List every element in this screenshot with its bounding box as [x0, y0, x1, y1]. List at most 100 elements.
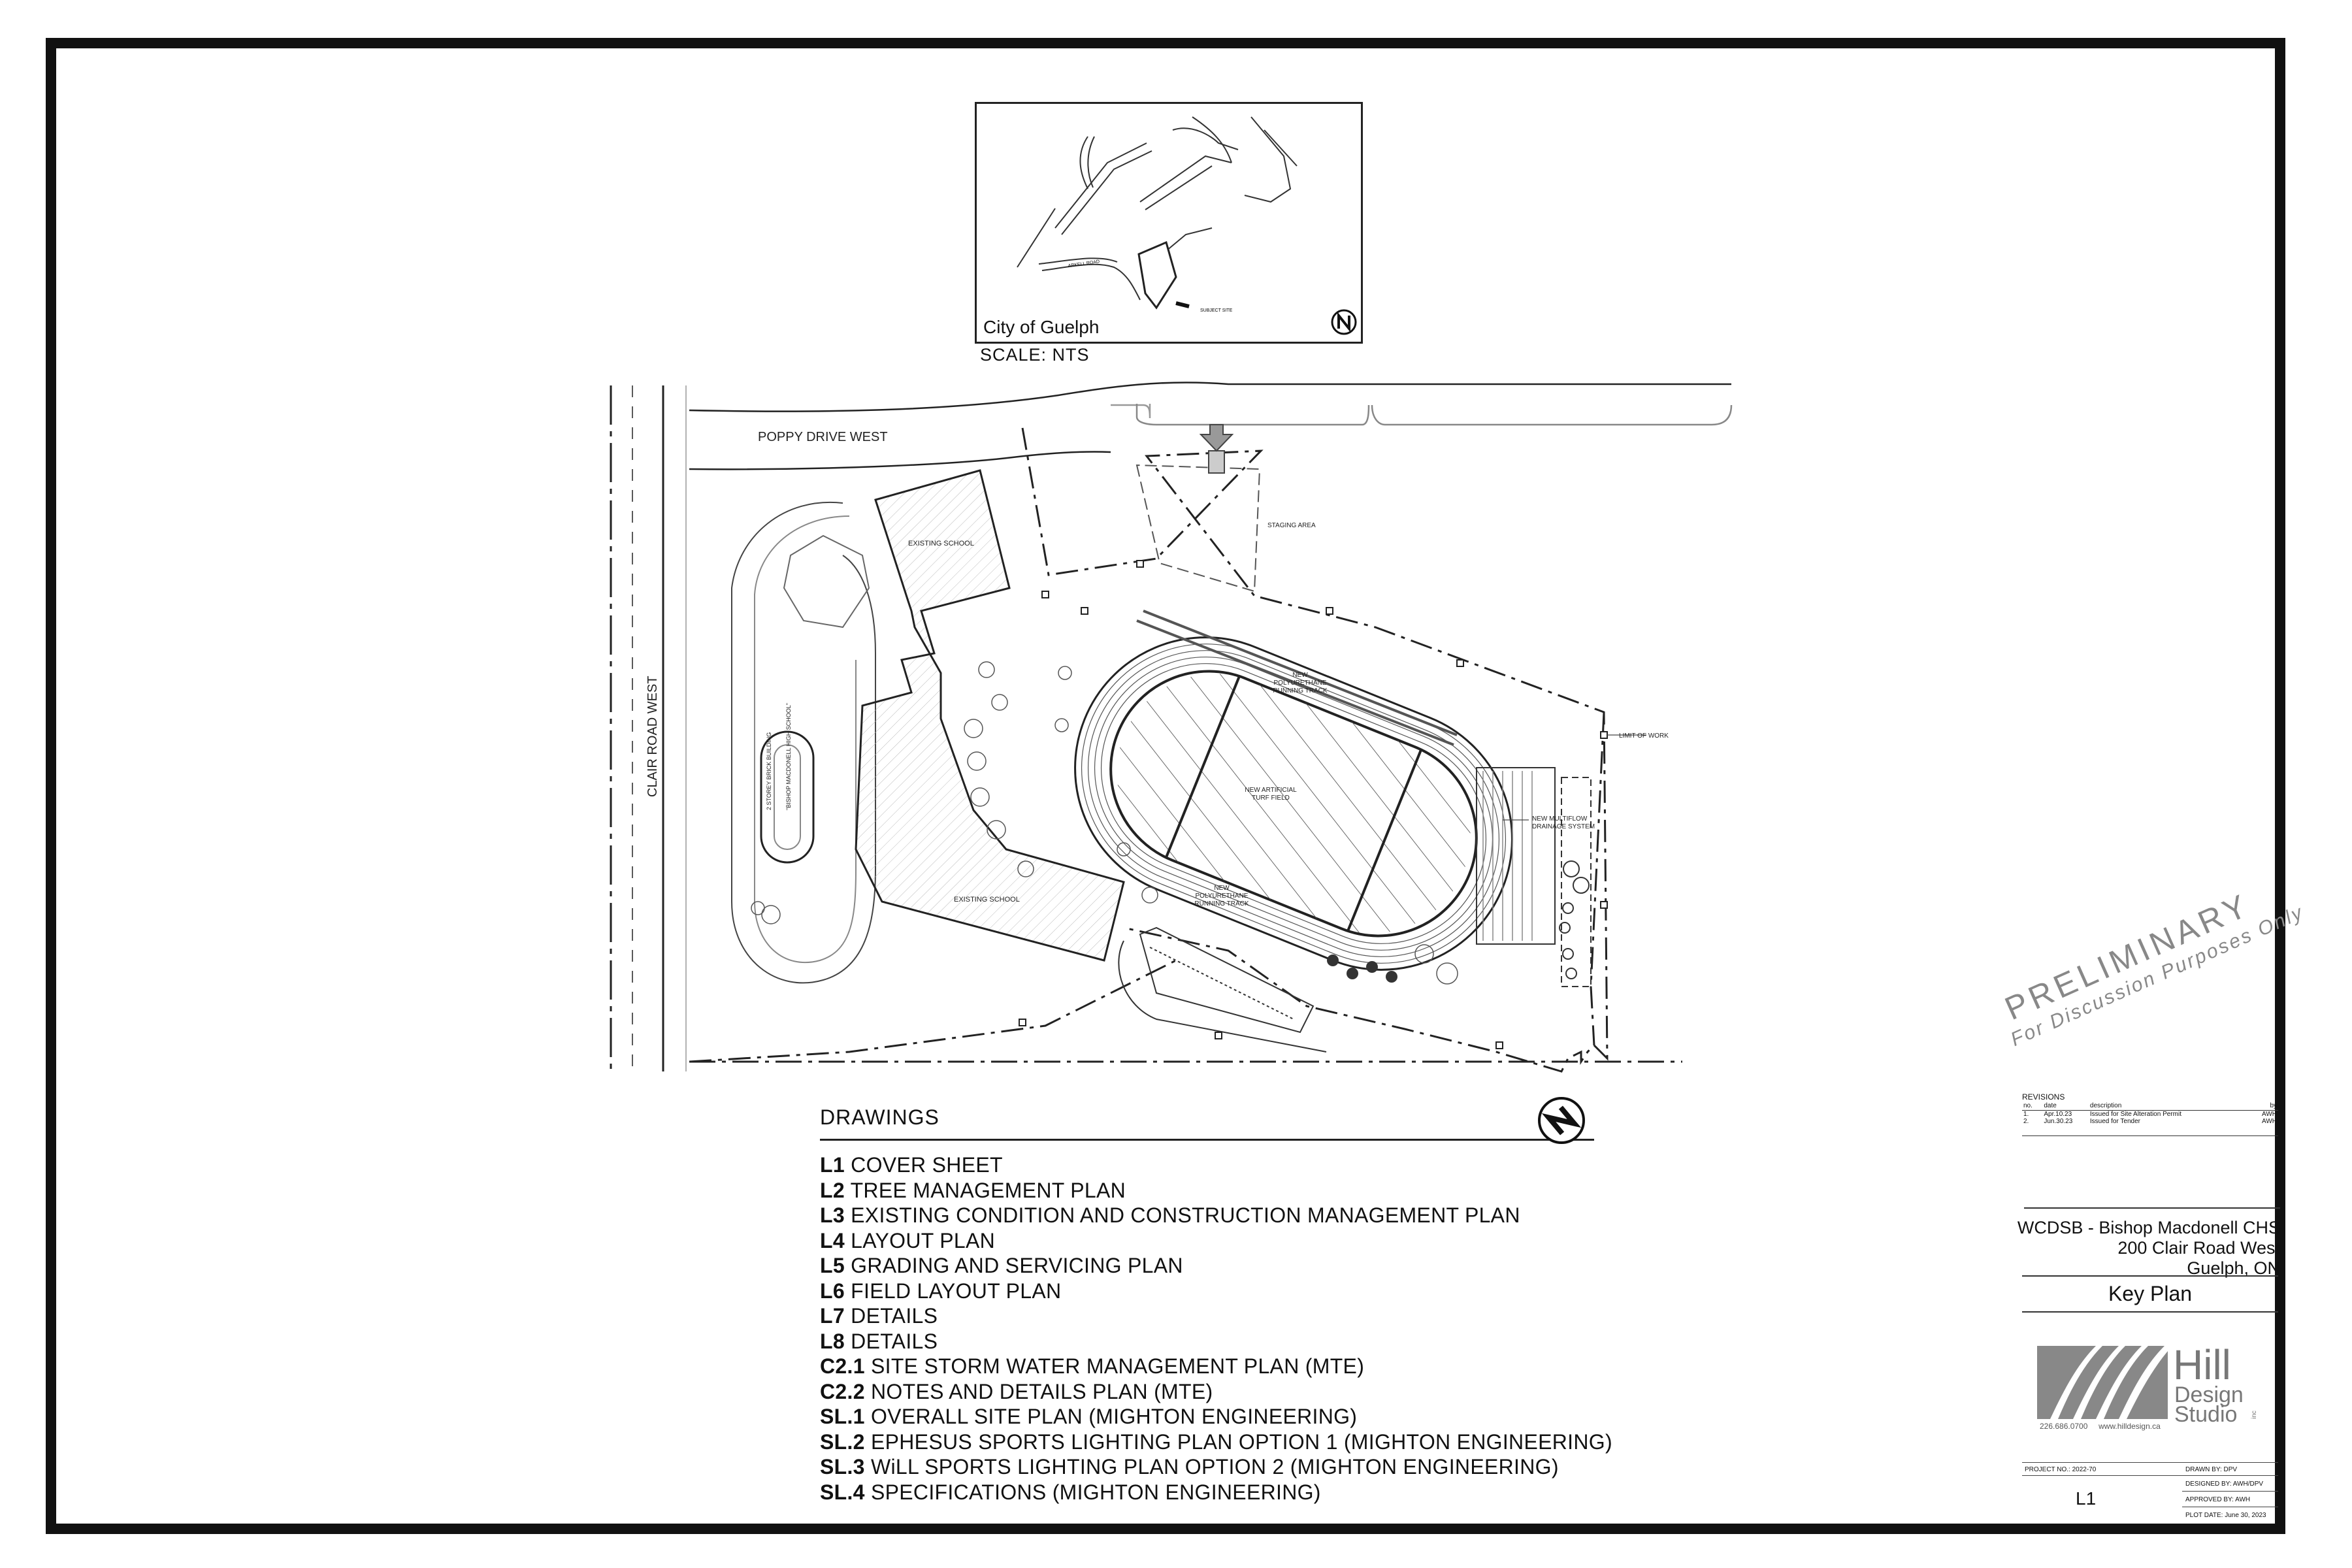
plot-date: PLOT DATE: June 30, 2023 [2185, 1512, 2266, 1519]
logo-web: www.hilldesign.ca [2099, 1422, 2161, 1431]
key-plan-subject-label: SUBJECT SITE [1200, 308, 1233, 313]
project-info: WCDSB - Bishop Macdonell CHS 200 Clair R… [2006, 1207, 2280, 1279]
rev-cell: Issued for Site Alteration Permit [2089, 1111, 2181, 1118]
drawings-rule [820, 1139, 1594, 1141]
label-track-north-3: RUNNING TRACK [1273, 687, 1327, 694]
label-building-line2: "BISHOP MACDONELL HIGH SCHOOL" [785, 703, 792, 810]
drawing-title: TREE MANAGEMENT PLAN [850, 1178, 1126, 1202]
project-number: PROJECT NO.: 2022-70 [2025, 1466, 2097, 1473]
label-turf-1: NEW ARTIFICIAL [1245, 787, 1297, 794]
key-plan-scale: SCALE: NTS [980, 345, 1090, 365]
sheet-number: L1 [2076, 1488, 2097, 1509]
drawing-code: L6 [820, 1279, 845, 1303]
drawing-code: SL.3 [820, 1455, 865, 1478]
drawing-code: L3 [820, 1203, 845, 1227]
info-divider [2022, 1462, 2278, 1463]
rev-col-no: no. [2022, 1102, 2043, 1111]
sheet-border [46, 38, 2285, 1534]
drawn-by: DRAWN BY: DPV [2185, 1466, 2238, 1473]
north-arrow-icon [1538, 1097, 1585, 1144]
drawing-item: C2.2 NOTES AND DETAILS PLAN (MTE) [820, 1379, 1594, 1405]
drawing-code: SL.4 [820, 1480, 865, 1504]
drawing-item: SL.2 EPHESUS SPORTS LIGHTING PLAN OPTION… [820, 1429, 1612, 1455]
drawing-item: L3 EXISTING CONDITION AND CONSTRUCTION M… [820, 1203, 1594, 1228]
key-plan-inset: SUBJECT SITE ARKELL ROAD City of Guelph [975, 102, 1363, 344]
label-existing-school-north: EXISTING SCHOOL [908, 540, 974, 547]
drawing-code: L2 [820, 1178, 845, 1202]
revisions-block: REVISIONS no. date description by 1. Apr… [2022, 1092, 2278, 1136]
label-track-south-1: NEW [1214, 885, 1230, 892]
drawing-code: C2.2 [820, 1379, 865, 1403]
drawing-code: L1 [820, 1153, 845, 1177]
drawing-title: SPECIFICATIONS (MIGHTON ENGINEERING) [870, 1480, 1321, 1504]
sheet-title: Key Plan [2022, 1275, 2278, 1313]
key-plan-map: SUBJECT SITE ARKELL ROAD [1017, 116, 1357, 335]
drawing-title: LAYOUT PLAN [851, 1228, 996, 1252]
rev-cell: AWH [2262, 1111, 2277, 1118]
drawing-title: OVERALL SITE PLAN (MIGHTON ENGINEERING) [870, 1405, 1358, 1428]
drawing-item: L2 TREE MANAGEMENT PLAN [820, 1178, 1594, 1203]
drawing-title: DETAILS [851, 1304, 938, 1328]
rev-cell: AWH [2262, 1118, 2277, 1125]
rev-cell: Apr.10.23 [2044, 1111, 2072, 1118]
drawing-item: L4 LAYOUT PLAN [820, 1228, 1594, 1254]
drawing-title: WiLL SPORTS LIGHTING PLAN OPTION 2 (MIGH… [870, 1455, 1559, 1478]
rev-col-by: by [2252, 1102, 2278, 1111]
drawing-title: DETAILS [851, 1329, 938, 1353]
label-building-line1: 2 STOREY BRICK BUILDING [766, 732, 772, 810]
label-clair-road: CLAIR ROAD WEST [645, 676, 660, 797]
label-staging: STAGING AREA [1267, 522, 1316, 529]
revisions-header-row: no. date description by [2022, 1102, 2278, 1111]
approved-by: APPROVED BY: AWH [2185, 1496, 2251, 1503]
key-plan-title: City of Guelph [983, 317, 1100, 337]
project-address: 200 Clair Road West [2117, 1238, 2280, 1258]
label-track-south-3: RUNNING TRACK [1194, 900, 1249, 907]
label-track-north-1: NEW [1292, 672, 1308, 679]
drawing-code: L8 [820, 1329, 845, 1353]
label-track-north-2: POLYURETHANE [1274, 679, 1327, 687]
drawing-item: L6 FIELD LAYOUT PLAN [820, 1279, 1594, 1304]
drawing-code: C2.1 [820, 1354, 865, 1378]
drawing-title: COVER SHEET [851, 1153, 1003, 1177]
label-turf-2: TURF FIELD [1252, 794, 1290, 802]
sheet-info-block: PROJECT NO.: 2022-70 DRAWN BY: DPV DESIG… [2022, 1462, 2278, 1527]
revisions-table: no. date description by 1. Apr.10.23 Iss… [2022, 1102, 2278, 1125]
drawing-item: SL.4 SPECIFICATIONS (MIGHTON ENGINEERING… [820, 1480, 1594, 1505]
info-divider [2182, 1491, 2278, 1492]
drawing-item: SL.1 OVERALL SITE PLAN (MIGHTON ENGINEER… [820, 1404, 1594, 1429]
drawing-code: SL.2 [820, 1429, 865, 1454]
drawing-item: SL.3 WiLL SPORTS LIGHTING PLAN OPTION 2 … [820, 1454, 1594, 1480]
drawing-title: NOTES AND DETAILS PLAN (MTE) [871, 1379, 1213, 1403]
logo-word-hill: Hill [2173, 1341, 2231, 1388]
drawing-title: SITE STORM WATER MANAGEMENT PLAN (MTE) [871, 1354, 1365, 1378]
drawings-heading: DRAWINGS [820, 1105, 939, 1129]
drawing-title: EXISTING CONDITION AND CONSTRUCTION MANA… [851, 1203, 1520, 1227]
revisions-title: REVISIONS [2022, 1092, 2065, 1102]
sheet-title-block: Key Plan [2022, 1275, 2278, 1313]
drawing-code: L7 [820, 1304, 845, 1328]
drawing-title: FIELD LAYOUT PLAN [851, 1279, 1062, 1303]
table-row: 1. Apr.10.23 Issued for Site Alteration … [2022, 1111, 2278, 1118]
drawing-item: L7 DETAILS [820, 1303, 1594, 1329]
logo-mark-icon [2037, 1346, 2168, 1419]
revisions-divider [2022, 1135, 2278, 1136]
rev-col-date: date [2042, 1102, 2089, 1111]
label-track-south-2: POLYURETHANE [1196, 892, 1249, 900]
project-city: Guelph, ON [2187, 1258, 2280, 1278]
table-row: 2. Jun.30.23 Issued for Tender AWH [2022, 1118, 2278, 1125]
label-existing-school-south: EXISTING SCHOOL [954, 896, 1020, 904]
drawing-code: L4 [820, 1228, 845, 1252]
rev-col-desc: description [2088, 1102, 2253, 1111]
rev-cell: 1. [2023, 1111, 2029, 1118]
label-limit-of-work: LIMIT OF WORK [1619, 732, 1669, 740]
north-arrow-icon [1331, 309, 1357, 335]
logo-contact: 226.686.0700 www.hilldesign.ca [2040, 1422, 2161, 1431]
drawing-item: L8 DETAILS [820, 1329, 1594, 1354]
logo-word-design: Design [2174, 1382, 2244, 1407]
rev-cell: 2. [2023, 1118, 2029, 1125]
drawing-code: SL.1 [820, 1405, 865, 1428]
